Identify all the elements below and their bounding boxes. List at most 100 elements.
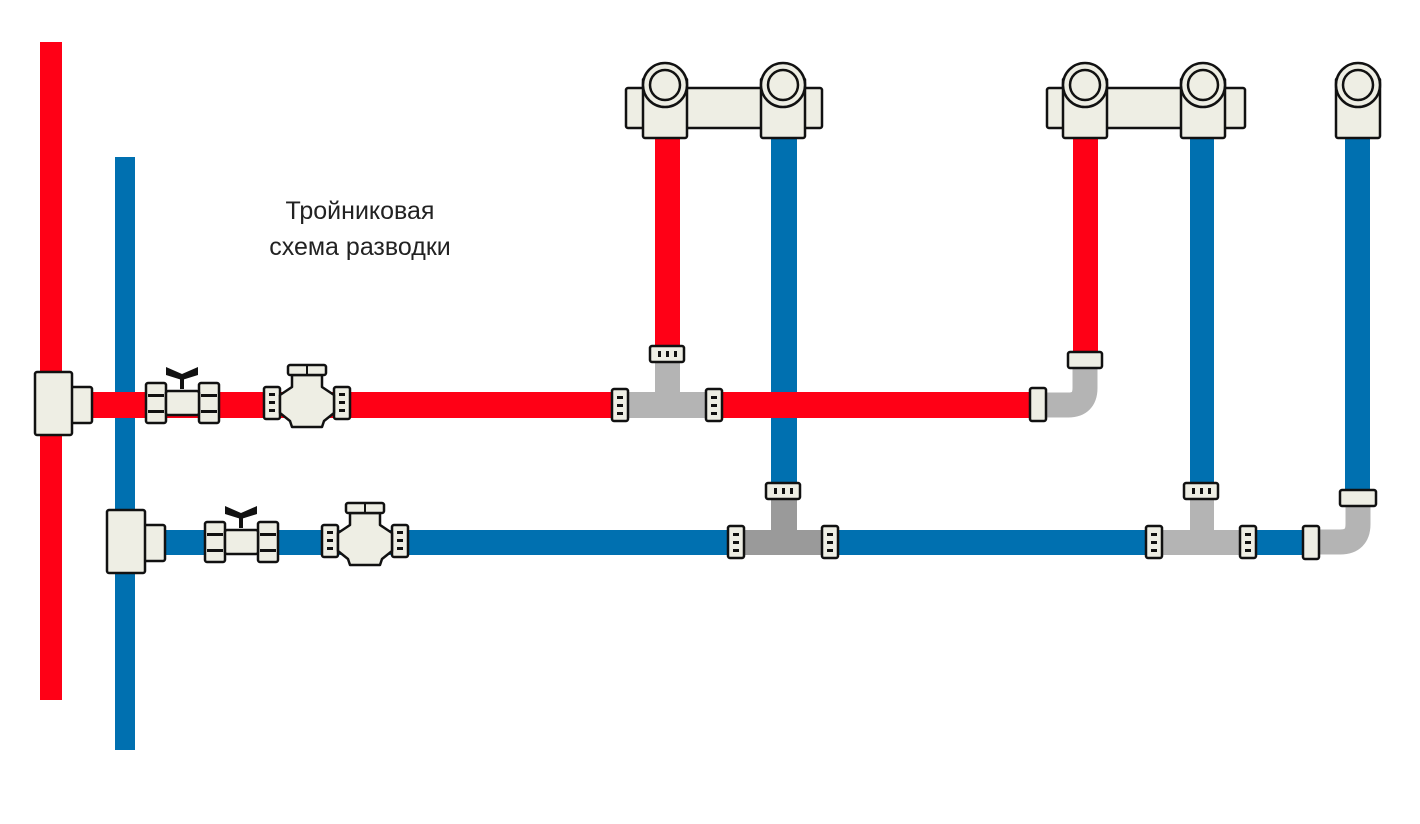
outlet-hole [1186,68,1220,102]
coupling [726,524,746,560]
valve-stem [239,514,243,528]
branch-pipes [655,138,1370,491]
hot-elbow [1040,366,1098,418]
valve-mark [207,549,223,552]
valve-mark [339,401,345,404]
cold-ball-valve [203,506,280,564]
coupling-mark [674,351,677,357]
valve-body [223,528,260,556]
valve-mark [148,410,164,413]
cold-check-valve [320,501,410,567]
valve-mark [260,549,276,552]
valve-mark [327,547,333,550]
outlet-hole [766,68,800,102]
tee-body [33,370,74,437]
wall-outlet [1179,61,1227,140]
valve-mark [207,533,223,536]
valve-mark [339,409,345,412]
coupling [1238,524,1258,560]
fixture-manifold-1 [624,61,824,140]
wall-outlet [1061,61,1109,140]
valve-handle-icon [166,367,198,380]
wall-outlet [759,61,807,140]
coupling-mark [617,412,623,415]
wall-outlet [641,61,689,140]
tee-nipple [141,523,167,563]
valve-mark [148,394,164,397]
title-line-1: Тройниковая [285,197,435,225]
valve-body [336,511,394,567]
hot-check-valve [262,363,352,429]
fixture-manifold-2 [1045,61,1247,140]
coupling-mark [1200,488,1203,494]
outlet-hole [648,68,682,102]
tee-body [105,508,147,575]
hot-riser-tee [33,370,94,437]
valve-end [144,381,168,425]
cold-riser-tee [105,508,167,575]
coupling-mark [1151,533,1157,536]
valve-mark [260,533,276,536]
coupling-mark [711,412,717,415]
diagram-title: Тройниковая схема разводки [240,193,480,265]
valve-mark [201,410,217,413]
hot-main-line [70,344,1104,423]
valve-cap-mark [306,366,308,374]
valve-mark [397,547,403,550]
hot-tee-branch [655,360,680,400]
valve-mark [397,539,403,542]
elbow-coupling [1028,386,1048,423]
coupling-mark [1151,541,1157,544]
valve-body [164,389,201,417]
outlet-hole [1341,68,1375,102]
coupling [610,387,630,423]
hot-main-pipe [70,392,1035,418]
coupling-mark [733,549,739,552]
coupling [764,481,802,501]
elbow-coupling [1066,350,1104,370]
elbow-coupling [1301,524,1321,561]
coupling-mark [617,404,623,407]
hot-branch-2 [1073,138,1098,354]
coupling-mark [733,541,739,544]
coupling-mark [1192,488,1195,494]
coupling-mark [658,351,661,357]
coupling [1182,481,1220,501]
valve-end [256,520,280,564]
coupling-mark [782,488,785,494]
wall-outlet [1334,61,1382,140]
coupling [1144,524,1164,560]
valve-mark [201,394,217,397]
cold-tee-1-branch [771,495,797,535]
coupling-mark [827,533,833,536]
valve-mark [269,401,275,404]
valve-cap-mark [364,504,366,512]
valve-mark [327,539,333,542]
cold-branch-3 [1345,138,1370,491]
valve-end [197,381,221,425]
cold-branch-2 [1190,138,1214,484]
valve-mark [327,531,333,534]
coupling [648,344,686,364]
fixture-outlet-3 [1334,61,1382,140]
cold-tee-2-branch [1190,495,1214,535]
outlet-hole [1068,68,1102,102]
valve-mark [269,393,275,396]
cold-riser-pipe [115,157,135,750]
coupling-mark [1151,549,1157,552]
coupling-mark [827,549,833,552]
hot-ball-valve [144,367,221,425]
title-line-2: схема разводки [269,233,451,261]
coupling-mark [774,488,777,494]
coupling-mark [1245,533,1251,536]
valve-mark [397,531,403,534]
tee-nipple [68,385,94,425]
coupling-mark [711,396,717,399]
elbow-coupling [1338,488,1378,508]
coupling-mark [1245,541,1251,544]
coupling-mark [617,396,623,399]
coupling-mark [733,533,739,536]
coupling-mark [666,351,669,357]
valve-stem [180,375,184,389]
